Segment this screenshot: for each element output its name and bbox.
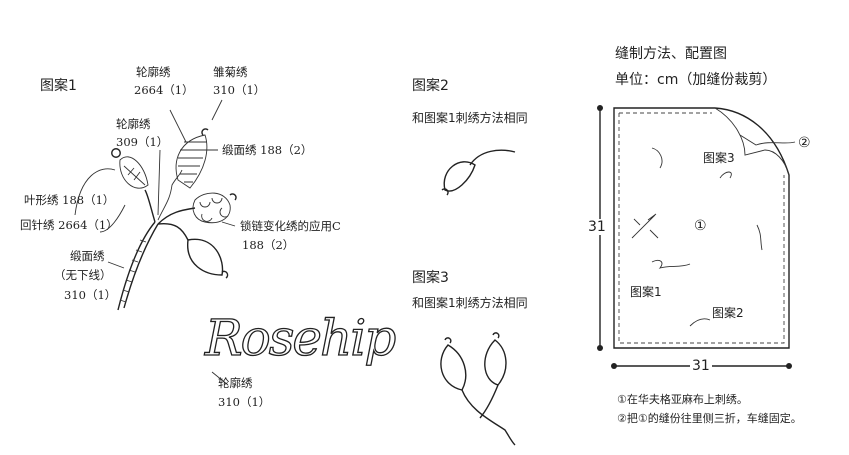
label-outline-309-thread: 309（1） — [116, 135, 169, 149]
step-1: ①在华夫格亚麻布上刺绣。 — [617, 393, 748, 406]
label-outline-309-name: 轮廓绣 — [116, 117, 151, 131]
pattern3-note: 和图案1刺绣方法相同 — [412, 296, 528, 310]
label-outline-310-thread: 310（1） — [218, 395, 271, 409]
rosehip-script-text: Rosehip — [204, 309, 397, 367]
label-daisy-thread: 310（1） — [213, 83, 266, 97]
label-outline-310-name: 轮廓绣 — [218, 376, 253, 390]
center-marker: ① — [694, 218, 707, 234]
pattern2-note: 和图案1刺绣方法相同 — [412, 111, 528, 125]
pattern3-title: 图案3 — [412, 270, 449, 286]
label-daisy-name: 雏菊绣 — [213, 65, 248, 79]
placement-label-pattern2: 图案2 — [712, 306, 744, 320]
label-satin-188: 缎面绣 188（2） — [222, 143, 313, 157]
placement-label-pattern1: 图案1 — [630, 285, 662, 299]
layout-title: 缝制方法、配置图 — [615, 46, 727, 62]
placement-diagram — [597, 105, 796, 369]
label-satin-310-thread: 310（1） — [64, 288, 117, 302]
placement-label-pattern3: 图案3 — [703, 151, 735, 165]
label-chain-variation-thread: 188（2） — [242, 238, 295, 252]
label-leaf-188: 叶形绣 188（1） — [24, 193, 115, 207]
pattern2-title: 图案2 — [412, 78, 449, 94]
label-chain-variation-name: 锁链变化绣的应用C — [240, 219, 341, 233]
label-satin-310-note: （无下线） — [54, 268, 112, 282]
label-satin-310-name: 缎面绣 — [70, 249, 105, 263]
label-backstitch-2664: 回针绣 2664（1） — [20, 218, 118, 232]
pattern1-title: 图案1 — [40, 78, 77, 94]
width-dimension: 31 — [692, 358, 710, 374]
fold-marker: ② — [798, 135, 811, 151]
label-outline-2664-thread: 2664（1） — [134, 83, 194, 97]
pattern2-drawing — [441, 149, 516, 196]
label-outline-2664-name: 轮廓绣 — [136, 65, 171, 79]
height-dimension: 31 — [588, 219, 606, 235]
layout-unit: 单位：cm（加缝份裁剪） — [615, 72, 777, 88]
step-2: ②把①的缝份往里侧三折，车缝固定。 — [617, 412, 802, 425]
pattern1-drawing — [74, 99, 237, 386]
pattern3-drawing — [440, 332, 516, 446]
